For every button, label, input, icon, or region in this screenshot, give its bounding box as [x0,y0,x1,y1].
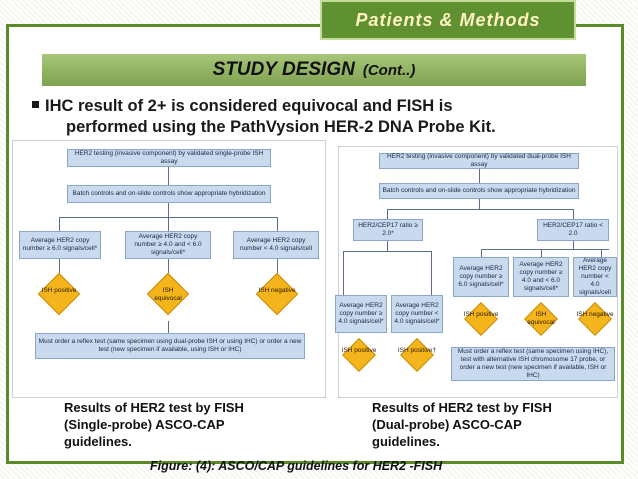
branch-copy-lt4-low: Average HER2 copy number < 4.0 signals/c… [573,257,617,297]
flow-step-controls: Batch controls and on-slide controls sho… [67,185,271,203]
r-positive-dagger-diamond [400,338,434,372]
r-positive-label: ISH positive [341,347,377,354]
flow-branch-low: Average HER2 copy number < 4.0 signals/c… [233,231,319,259]
result-equivocal-label: ISH equivocal [154,287,182,302]
section-label: Patients & Methods [355,9,541,30]
r-equivocal-label: ISH equivocal [527,311,555,326]
branch-copy-ge6: Average HER2 copy number ≥ 6.0 signals/c… [453,257,509,297]
r-positive2-diamond [464,302,498,336]
bullet-text-line2: performed using the PathVysion HER-2 DNA… [66,118,496,136]
r-positive-dagger-label: ISH positive† [397,347,437,354]
flow-final-action: Must order a reflex test (same specimen … [451,347,615,381]
single-probe-flowchart: HER2 testing (invasive component) by val… [12,140,326,398]
flow-step-testing: HER2 testing (invasive component) by val… [379,153,579,169]
branch-copy-ge4: Average HER2 copy number ≥ 4.0 signals/c… [335,295,387,333]
slide-title: STUDY DESIGN [212,59,355,80]
left-caption: Results of HER2 test by FISH (Single-pro… [64,400,244,449]
r-positive-diamond [342,338,376,372]
r-negative-diamond [578,302,612,336]
slide-title-bar: STUDY DESIGN (Cont..) [42,54,586,86]
r-positive2-label: ISH positive [463,311,499,318]
bullet-text-line1: IHC result of 2+ is considered equivocal… [45,97,453,115]
flow-step-controls: Batch controls and on-slide controls sho… [379,183,579,199]
slide-title-suffix: (Cont..) [362,61,416,79]
ratio-low-box: HER2/CEP17 ratio < 2.0 [537,219,609,241]
bullet-square-icon [32,101,39,108]
result-positive-label: ISH positive [41,287,77,294]
right-caption: Results of HER2 test by FISH (Dual-probe… [372,400,552,449]
flow-branch-mid: Average HER2 copy number ≥ 4.0 and < 6.0… [125,231,211,259]
branch-copy-4to6: Average HER2 copy number ≥ 4.0 and < 6.0… [513,257,569,297]
flow-branch-high: Average HER2 copy number ≥ 6.0 signals/c… [19,231,101,259]
r-negative-label: ISH negative [576,311,614,318]
flow-final-action: Must order a reflex test (same specimen … [35,333,305,359]
flow-step-testing: HER2 testing (invasive component) by val… [67,149,271,167]
dual-probe-flowchart: HER2 testing (invasive component) by val… [335,146,618,398]
bullet-point: IHC result of 2+ is considered equivocal… [32,96,602,138]
figure-caption: Figure: (4): ASCO/CAP guidelines for HER… [150,459,443,473]
ratio-high-box: HER2/CEP17 ratio ≥ 2.0* [353,219,423,241]
section-tab: Patients & Methods [320,0,576,40]
result-negative-label: ISH negative [258,287,296,294]
branch-copy-lt4: Average HER2 copy number < 4.0 signals/c… [391,295,443,333]
